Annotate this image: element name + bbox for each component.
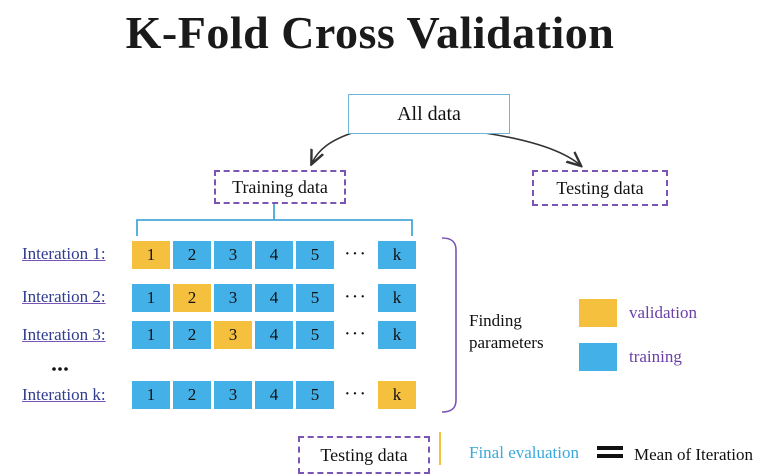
fold-cell-2-k: k: [378, 284, 416, 312]
fold-cell-1-1: 1: [132, 241, 170, 269]
finding-parameters-line-2: parameters: [469, 333, 544, 352]
fold-cell-1-5: 5: [296, 241, 334, 269]
iteration-1-label: Interation 1:: [22, 244, 106, 263]
arrow-to-testing: [477, 131, 580, 165]
fold-cell-4-k: k: [378, 381, 416, 409]
iterations-bracket: [441, 237, 457, 413]
fold-cell-1-3: 3: [214, 241, 252, 269]
legend-validation-swatch: [579, 299, 617, 327]
fold-ellipsis: ···: [344, 383, 367, 405]
testing-data-node: Testing data: [532, 170, 668, 206]
finding-parameters: Finding parameters: [469, 310, 544, 354]
diagram-title: K-Fold Cross Validation: [125, 7, 615, 58]
legend-training-label: training: [629, 347, 682, 366]
fold-ellipsis: ···: [344, 243, 367, 265]
fold-cell-4-4: 4: [255, 381, 293, 409]
fold-cell-4-2: 2: [173, 381, 211, 409]
final-evaluation-label: Final evaluation: [469, 443, 580, 462]
fold-cell-3-2: 2: [173, 321, 211, 349]
fold-cell-2-3: 3: [214, 284, 252, 312]
finding-parameters-line-1: Finding: [469, 311, 522, 330]
fold-cell-4-1: 1: [132, 381, 170, 409]
training-data-node: Training data: [214, 170, 346, 204]
iteration-2-label: Interation 2:: [22, 287, 106, 306]
training-data-label: Training data: [232, 176, 328, 197]
fold-cell-2-4: 4: [255, 284, 293, 312]
fold-cell-3-1: 1: [132, 321, 170, 349]
arrow-to-training: [312, 131, 356, 163]
fold-cell-1-k: k: [378, 241, 416, 269]
fold-cell-4-5: 5: [296, 381, 334, 409]
all-data-node: All data: [348, 94, 510, 134]
fold-cell-2-2: 2: [173, 284, 211, 312]
training-brace: [136, 202, 413, 236]
fold-cell-2-1: 1: [132, 284, 170, 312]
fold-ellipsis: ···: [344, 323, 367, 345]
mean-of-iteration-label: Mean of Iteration: [634, 445, 753, 464]
fold-cell-3-5: 5: [296, 321, 334, 349]
legend-validation-label: validation: [629, 303, 697, 322]
iteration-3-label: Interation 3:: [22, 325, 106, 344]
testing-data-label: Testing data: [556, 177, 644, 198]
fold-cell-3-k: k: [378, 321, 416, 349]
bottom-testing-data-label: Testing data: [320, 444, 408, 465]
bottom-testing-data-node: Testing data: [298, 436, 430, 474]
legend-training-swatch: [579, 343, 617, 371]
all-data-label: All data: [397, 102, 461, 125]
iteration-k-label: Interation k:: [22, 385, 106, 404]
fold-cell-1-2: 2: [173, 241, 211, 269]
fold-cell-3-3: 3: [214, 321, 252, 349]
fold-cell-2-5: 5: [296, 284, 334, 312]
fold-cell-4-3: 3: [214, 381, 252, 409]
fold-cell-3-4: 4: [255, 321, 293, 349]
fold-ellipsis: ···: [344, 286, 367, 308]
fold-cell-1-4: 4: [255, 241, 293, 269]
